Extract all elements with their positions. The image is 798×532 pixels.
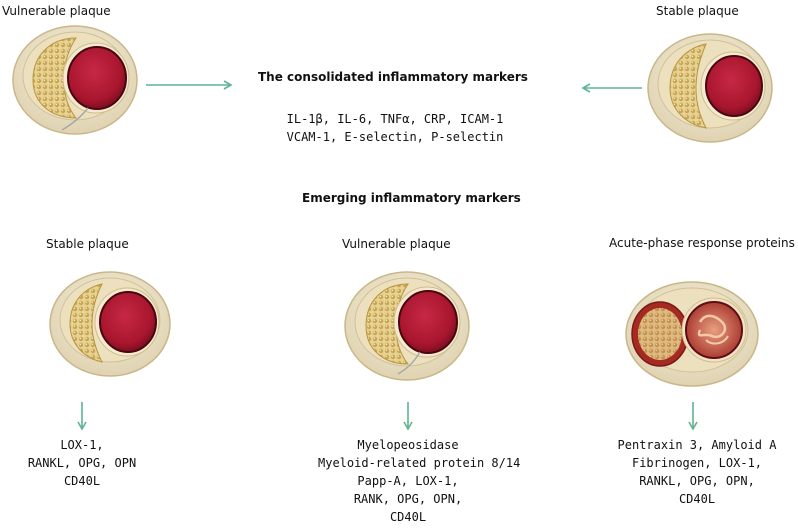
marker-line: Myeloid-related protein 8/14 [318, 456, 521, 470]
marker-line: RANKL, OPG, OPN [27, 456, 137, 470]
consolidated-markers-title: The consolidated inflammatory markers [258, 70, 528, 84]
top-left-plaque-label: Vulnerable plaque [2, 4, 111, 18]
top-right-plaque-label: Stable plaque [656, 4, 739, 18]
marker-line: LOX-1, [60, 438, 104, 452]
consolidated-marker-line: VCAM-1, E-selectin, P-selectin [286, 130, 504, 144]
emerging-markers-title: Emerging inflammatory markers [302, 191, 521, 205]
consolidated-markers-list: IL-1β, IL-6, TNFα, CRP, ICAM-1 VCAM-1, E… [280, 110, 510, 146]
acute-phase-plaque-illustration [625, 281, 759, 387]
emerging-column-label-acute: Acute-phase response proteins [609, 236, 795, 250]
marker-line: Fibrinogen, LOX-1, [631, 456, 763, 470]
stable-plaque-bottom-illustration [49, 271, 171, 377]
marker-line: RANK, OPG, OPN, [353, 492, 463, 506]
vulnerable-plaque-bottom-illustration [344, 271, 470, 381]
marker-line: CD40L [389, 510, 427, 524]
marker-line: Myelopeosidase [357, 438, 459, 452]
stable-plaque-top-illustration [647, 33, 773, 143]
acute-markers-list: Pentraxin 3, Amyloid A Fibrinogen, LOX-1… [612, 436, 782, 508]
marker-line: Papp-A, LOX-1, [357, 474, 459, 488]
emerging-column-label-stable: Stable plaque [46, 237, 129, 251]
marker-line: RANKL, OPG, OPN, [639, 474, 755, 488]
consolidated-marker-line: IL-1β, IL-6, TNFα, CRP, ICAM-1 [286, 112, 504, 126]
stable-markers-list: LOX-1, RANKL, OPG, OPN CD40L [2, 436, 162, 490]
emerging-column-label-vulnerable: Vulnerable plaque [342, 237, 451, 251]
marker-line: CD40L [678, 492, 716, 506]
vulnerable-markers-list: Myelopeosidase Myeloid-related protein 8… [318, 436, 521, 526]
vulnerable-plaque-top-illustration [12, 25, 138, 135]
marker-line: CD40L [63, 474, 101, 488]
marker-line: Pentraxin 3, Amyloid A [617, 438, 777, 452]
